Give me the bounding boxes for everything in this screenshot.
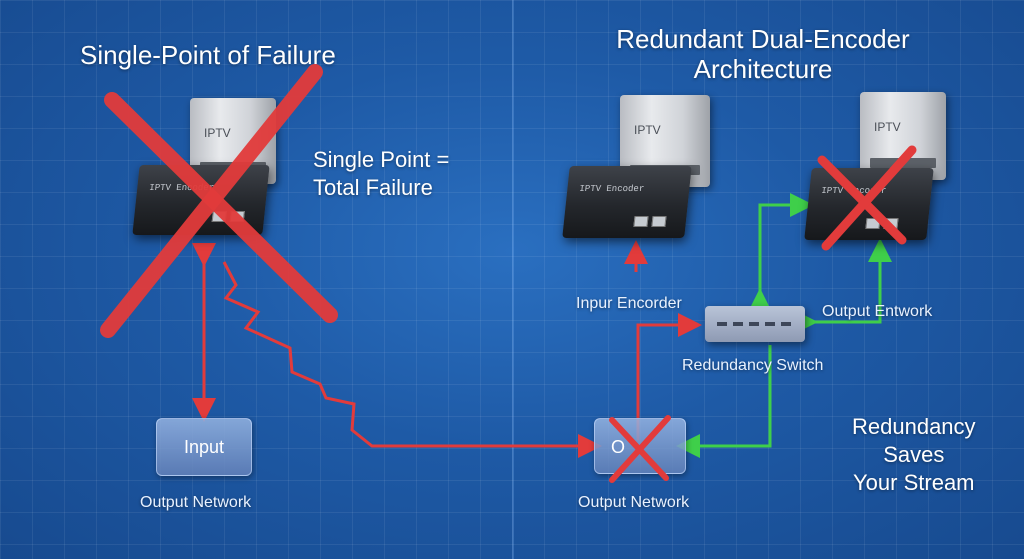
left-title: Single-Point of Failure [80,40,336,70]
switch-port [717,322,727,326]
failure-note-line2: Total Failure [313,175,433,200]
left-input-box: Input [156,418,252,476]
right-encoder-2: IPTV Encoder [804,168,934,240]
right-encoder2-brand: IPTV Encoder [820,186,887,196]
switch-port [733,322,743,326]
output-entwork-label: Output Entwork [822,303,933,320]
right-output-box: O [594,418,686,474]
right-title: Redundant Dual-Encoder Architecture [600,24,926,84]
left-encoder-brand: IPTV Encoder [148,183,215,193]
redundancy-switch-label: Redundancy Switch [682,357,824,374]
left-server-tag: IPTV [204,126,231,140]
right-encoder-1: IPTV Encoder [562,166,692,238]
redundancy-switch-device [705,306,805,342]
ethernet-port-icon [651,216,667,227]
green-output-entwork-loop [794,238,892,334]
failure-lightning-path [222,261,602,458]
right-title-line1: Redundant Dual-Encoder [616,24,910,54]
panel-divider [512,0,514,559]
right-title-line2: Architecture [693,54,833,84]
left-output-network-label: Output Network [140,494,252,511]
left-encoder-device: IPTV Encoder [132,165,270,235]
ethernet-port-icon [229,211,245,222]
tagline-line1: Redundancy [852,414,976,439]
ethernet-port-icon [633,216,649,227]
switch-port [765,322,775,326]
right-encoder1-brand: IPTV Encoder [578,184,645,194]
right-red-feed [636,313,702,440]
ethernet-port-icon [883,218,899,229]
tagline: Redundancy Saves Your Stream [852,413,976,497]
right-output-network-label: Output Network [578,494,690,511]
switch-port [781,322,791,326]
green-switch-to-encoder2 [748,193,814,312]
server-slot [870,158,936,168]
switch-port [749,322,759,326]
tagline-line2: Saves [883,442,945,467]
right-iptv-server-2: IPTV [860,92,946,180]
ethernet-port-icon [865,218,881,229]
right-server1-tag: IPTV [634,123,661,137]
tagline-line3: Your Stream [853,470,975,495]
green-switch-to-output [676,345,772,458]
ethernet-port-icon [211,211,227,222]
right-server2-tag: IPTV [874,120,901,134]
input-encoder-label: Inpur Encorder [576,295,682,312]
failure-note-line1: Single Point = [313,147,450,172]
